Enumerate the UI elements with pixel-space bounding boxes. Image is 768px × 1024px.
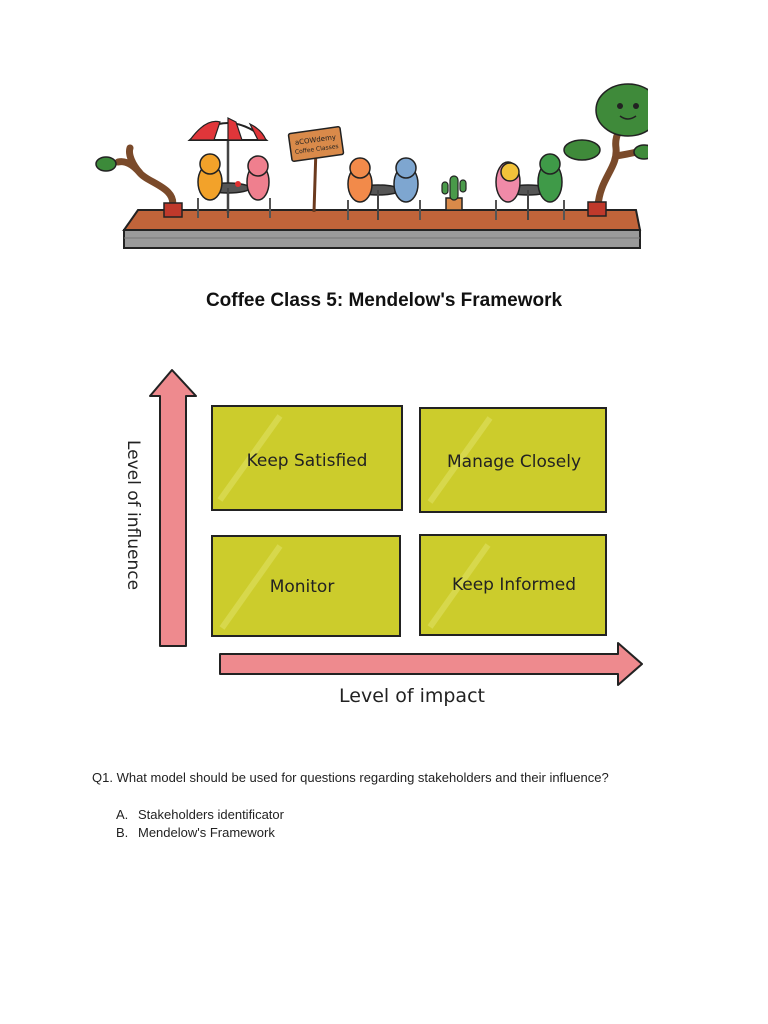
x-axis-label: Level of impact [339,685,485,707]
cactus-plant [441,175,467,211]
mendelow-framework-diagram: Level of influence Level of impact Keep … [123,369,643,707]
answer-option-b: B. Mendelow's Framework [116,825,275,840]
x-axis-arrow [219,642,643,686]
umbrella [187,117,269,213]
left-bonsai-tree [95,144,183,218]
page-title: Coffee Class 5: Mendelow's Framework [205,290,563,311]
y-axis-label: Level of influence [123,440,143,590]
question-text: Q1. What model should be used for questi… [92,770,609,785]
coffee-classes-sign: aCOWdemy Coffee Classes [287,126,345,213]
quadrant-label-manage-closely: Manage Closely [447,452,581,472]
coffee-class-banner-illustration: aCOWdemy Coffee Classes [95,83,648,249]
option-text: Stakeholders identificator [138,807,284,822]
quadrant-label-keep-satisfied: Keep Satisfied [247,451,368,471]
quadrant-label-keep-informed: Keep Informed [452,575,576,595]
answer-option-a: A. Stakeholders identificator [116,807,284,822]
quadrant-keep-satisfied: Keep Satisfied [211,405,403,511]
y-axis-arrow [149,369,197,647]
option-text: Mendelow's Framework [138,825,275,840]
option-letter: A. [116,807,129,822]
quadrant-monitor: Monitor [211,535,401,637]
quadrant-keep-informed: Keep Informed [419,534,607,636]
right-bonsai-tree [563,83,648,217]
deck [122,209,642,249]
table-group-1 [197,153,271,218]
quadrant-label-monitor: Monitor [270,577,335,597]
table-group-3 [495,153,565,220]
quadrant-manage-closely: Manage Closely [419,407,607,513]
option-letter: B. [116,825,129,840]
table-group-2 [347,157,421,220]
